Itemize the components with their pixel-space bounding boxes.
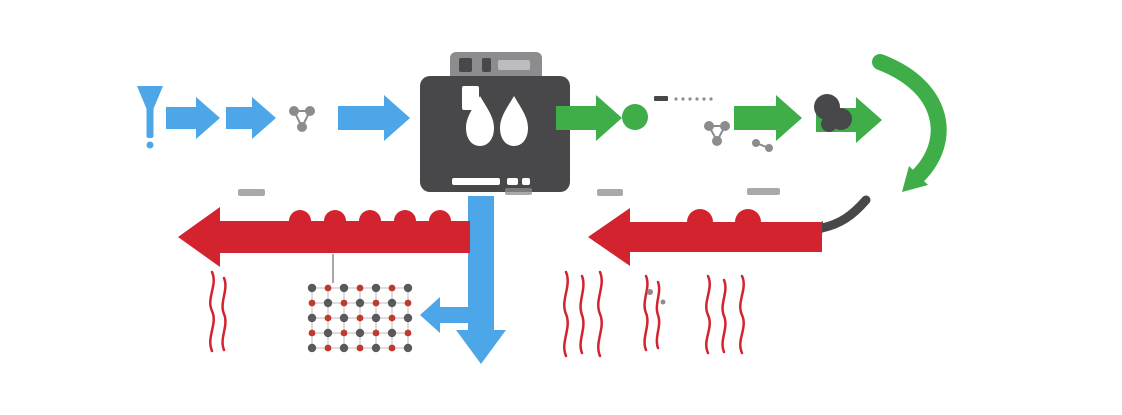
lattice-atom-red [356, 284, 364, 292]
lattice-atom-gray [403, 313, 413, 323]
funnel-drop [146, 141, 154, 149]
lattice-atom-red [372, 299, 380, 307]
intermediate-node-icon [622, 104, 648, 130]
lattice-atom-red [308, 299, 316, 307]
red-arrow-bump [359, 210, 381, 221]
molecule-cluster-1-icon [289, 106, 315, 132]
heat-squiggle-group-4 [705, 274, 745, 355]
flow-arrow-blue-2 [226, 97, 276, 139]
lattice-atom-red [340, 329, 348, 337]
furnace-body [420, 76, 570, 192]
caption-mark-4 [747, 188, 780, 195]
lattice-atom-gray [307, 283, 317, 293]
furnace-vent [452, 178, 500, 185]
lattice-atom-gray [339, 283, 349, 293]
lattice-atom-gray [355, 328, 365, 338]
red-arrow-hook [735, 209, 761, 222]
funnel-stem [146, 108, 154, 138]
flame-icon [500, 96, 528, 146]
red-arrow-bump [289, 210, 311, 221]
crucible-icon [462, 86, 479, 110]
lattice-atom-red [356, 344, 364, 352]
furnace-vent [522, 178, 530, 185]
red-arrow-hook [687, 209, 713, 222]
lattice-atom-gray [371, 313, 381, 323]
lattice-atom-gray [323, 298, 333, 308]
lattice-atom-gray [323, 328, 333, 338]
lattice-atom-gray [339, 313, 349, 323]
lattice-atom-red [388, 344, 396, 352]
furnace-vent [507, 178, 518, 185]
lattice-atom-gray [355, 298, 365, 308]
heat-squiggle-group-1 [209, 270, 227, 353]
lattice-atom-red [388, 284, 396, 292]
lattice-atom-red [340, 299, 348, 307]
green-curve-arrow [872, 54, 947, 192]
lattice-atom-gray [403, 343, 413, 353]
lattice-atom-gray [371, 343, 381, 353]
lattice-atom-gray [371, 283, 381, 293]
red-return-arrow-right [588, 208, 822, 266]
lattice-atom-gray [307, 313, 317, 323]
molecule-cluster-2-icon [704, 121, 730, 146]
red-arrow-bump [324, 210, 346, 221]
lattice-atom-red [404, 329, 412, 337]
lattice-atom-red [372, 329, 380, 337]
furnace-hood-button [482, 58, 491, 72]
flow-arrow-green-2 [734, 95, 802, 141]
flow-arrow-green-1 [556, 95, 622, 141]
heat-squiggle-group-2 [563, 270, 603, 358]
red-arrow-bump [429, 210, 451, 221]
nanoparticle-cluster-icon [814, 94, 852, 132]
lattice-atom-red [404, 299, 412, 307]
furnace-hood-button [459, 58, 472, 72]
reaction-dash-icon [654, 96, 668, 101]
heat-squiggle-group-3 [643, 274, 666, 352]
lattice-atom-red [324, 284, 332, 292]
green-curve-arrowhead [902, 166, 928, 192]
lattice-atom-gray [307, 343, 317, 353]
feed-funnel-icon [137, 86, 163, 149]
lattice-atom-red [324, 344, 332, 352]
caption-mark-1 [238, 189, 265, 196]
flow-arrow-blue-3 [338, 95, 410, 141]
lattice-atom-red [356, 314, 364, 322]
flow-arrow-blue-1 [166, 97, 220, 139]
lattice-atom-gray [339, 343, 349, 353]
blue-left-arrow-icon [420, 297, 470, 333]
red-return-arrow-left [178, 207, 470, 267]
funnel-cone [137, 86, 163, 110]
lattice-atom-gray [387, 298, 397, 308]
lattice-atom-red [324, 314, 332, 322]
lattice-atom-red [388, 314, 396, 322]
red-arrow-bump [394, 210, 416, 221]
caption-mark-2 [505, 188, 532, 195]
furnace-hood-slot [498, 60, 530, 70]
lattice-atom-red [308, 329, 316, 337]
crystal-lattice-icon [307, 283, 413, 353]
molecule-cluster-3-icon [752, 139, 773, 152]
dotted-path-icon [674, 97, 713, 101]
lattice-atom-gray [387, 328, 397, 338]
flame-icon [466, 96, 494, 146]
furnace-icon [420, 52, 570, 192]
lattice-atom-gray [403, 283, 413, 293]
caption-mark-3 [597, 189, 623, 196]
